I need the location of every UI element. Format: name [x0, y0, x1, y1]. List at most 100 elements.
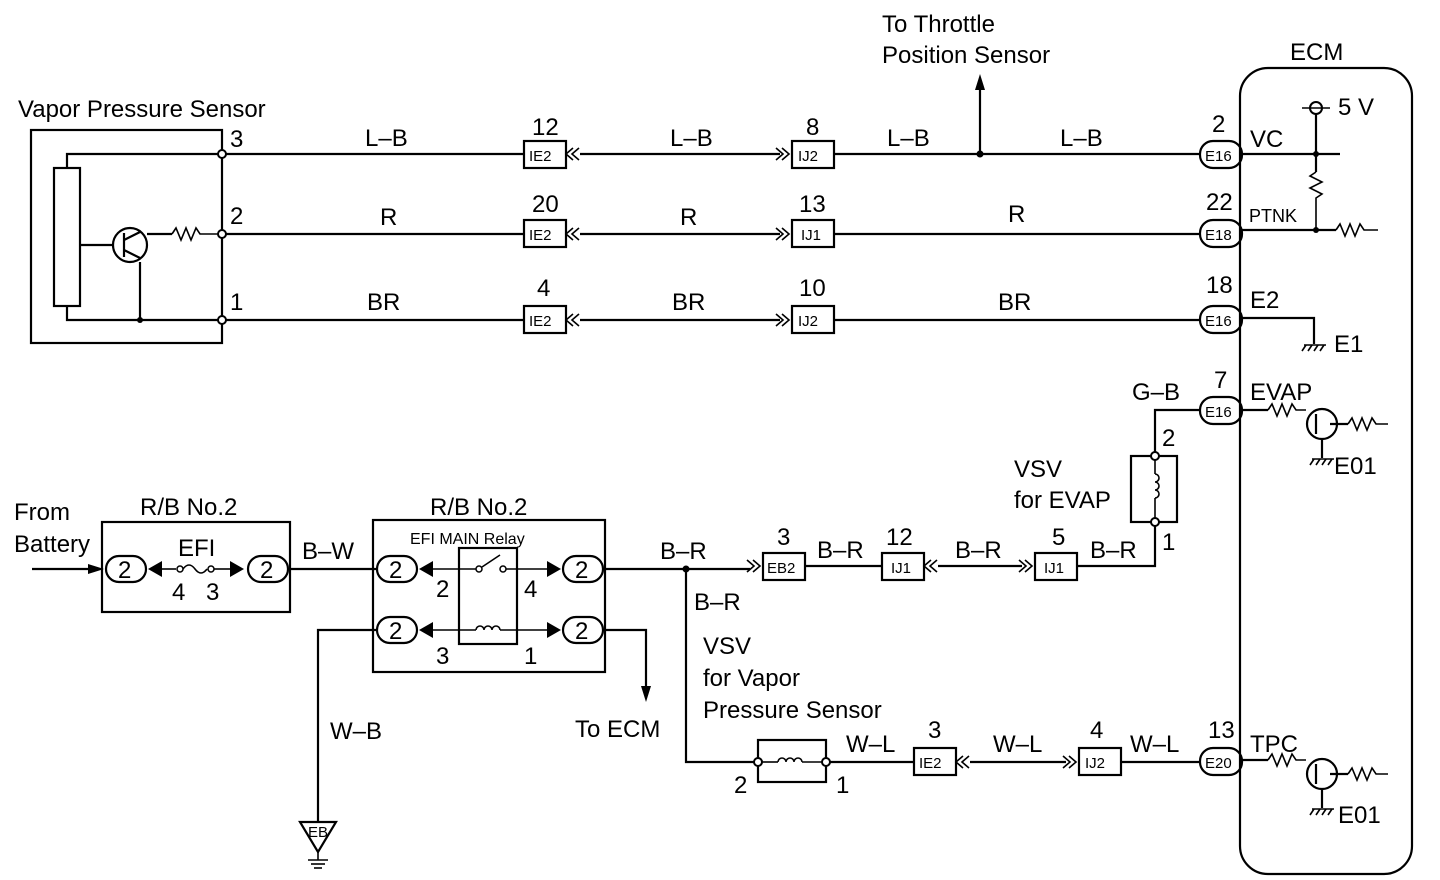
pin-number: 1: [1162, 529, 1175, 556]
pin-number: 1: [524, 643, 537, 670]
resistor-icon: [1308, 171, 1324, 230]
connector-label: 2: [118, 557, 131, 584]
coil-icon: [1154, 473, 1160, 499]
connector-2: [375, 554, 419, 584]
connector-label: 2: [389, 618, 402, 645]
connector-2: [561, 554, 605, 584]
wire-label: B–R: [1090, 537, 1137, 564]
resistor-icon: [1267, 401, 1306, 419]
pin-number: 4: [524, 576, 537, 603]
pin-number: 12: [532, 114, 559, 141]
wire-label: W–B: [330, 718, 382, 745]
ecm-box: [1238, 66, 1414, 876]
connector-label: EB2: [767, 560, 795, 577]
coil-icon: [777, 757, 803, 763]
transistor-icon: [111, 226, 149, 264]
connector-label: IJ1: [1044, 560, 1064, 577]
terminal-tpc: TPC: [1250, 731, 1298, 758]
wire-label: R: [1008, 201, 1025, 228]
wire-label: L–B: [670, 125, 713, 152]
connector-label: 2: [575, 618, 588, 645]
pin-number: 5: [1052, 524, 1065, 551]
connector-2: [561, 615, 605, 645]
wire-label: W–L: [993, 731, 1042, 758]
resistor-icon: [1347, 415, 1388, 433]
connector-ij2: [790, 304, 836, 335]
pin-number: 4: [172, 579, 185, 606]
pin-number: 7: [1214, 367, 1227, 394]
ground-eb-icon: [298, 820, 338, 855]
connector-ij1: [790, 218, 836, 249]
pin-number: 2: [1212, 111, 1225, 138]
fuse-label: EFI: [178, 535, 215, 562]
pin-number: 2: [734, 772, 747, 799]
wire-label: B–R: [694, 589, 741, 616]
connector-label: E16: [1205, 404, 1232, 421]
vsv-vps-label: Pressure Sensor: [703, 697, 882, 724]
fuse-icon: [182, 564, 208, 574]
relay-switch-icon: [481, 554, 501, 568]
vsv-vps-box: [756, 738, 828, 784]
terminal-e1: E1: [1334, 331, 1363, 358]
arrow-up-icon: [975, 74, 985, 90]
connector-label: IJ2: [1085, 755, 1105, 772]
connector-label: 2: [260, 557, 273, 584]
connector-label: E16: [1205, 148, 1232, 165]
connector-2: [104, 554, 148, 584]
connector-label: IE2: [919, 755, 942, 772]
connector-label: IE2: [529, 148, 552, 165]
evap-branch: E16 7 G–B 2 1 VSV for EVAP: [1014, 367, 1244, 568]
resistor-icon: [1347, 765, 1388, 783]
wire-label: L–B: [365, 125, 408, 152]
pin-number: 2: [436, 576, 449, 603]
pin-number: 1: [836, 772, 849, 799]
resistor-icon: [1335, 221, 1378, 239]
resistor-icon: [171, 225, 222, 243]
throttle-label-2: Position Sensor: [882, 42, 1050, 69]
terminal-ptnk: PTNK: [1249, 206, 1297, 226]
connector-label: IJ1: [801, 227, 821, 244]
pin-number: 2: [1162, 425, 1175, 452]
wire-row-e2: BR BR BR IE2 IJ2 4 10 E16 18: [226, 272, 1244, 335]
vsv-evap-box: [1129, 454, 1179, 524]
ground-label: EB: [308, 824, 328, 841]
connector-label: IJ1: [891, 560, 911, 577]
pin-number: 3: [436, 643, 449, 670]
pin-2: 2: [230, 203, 243, 230]
pin-number: 18: [1206, 272, 1233, 299]
vapor-sensor-box: [29, 128, 224, 345]
wire-label: BR: [367, 289, 400, 316]
wire-label: BR: [998, 289, 1031, 316]
connector-label: E16: [1205, 313, 1232, 330]
vsv-vps-label: for Vapor: [703, 665, 800, 692]
from-label: Battery: [14, 531, 90, 558]
vapor-pressure-sensor: Vapor Pressure Sensor 3 2 1: [18, 96, 266, 345]
ecm-title: ECM: [1290, 39, 1343, 66]
pin-number: 22: [1206, 189, 1233, 216]
connector-ij1: [1033, 551, 1079, 582]
wire-label: B–R: [817, 537, 864, 564]
connector-label: E20: [1205, 755, 1232, 772]
wire-label: G–B: [1132, 379, 1180, 406]
ecm-block: ECM 5 V VC PTNK E2 E1 EVAP: [1238, 39, 1414, 876]
wire-label: W–L: [1130, 731, 1179, 758]
pin-3: 3: [230, 126, 243, 153]
arrow-down-icon: [641, 686, 651, 702]
pin-number: 13: [799, 191, 826, 218]
from-label: From: [14, 499, 70, 526]
terminal-vc: VC: [1250, 126, 1283, 153]
connector-label: IJ2: [798, 148, 818, 165]
pin-number: 13: [1208, 717, 1235, 744]
pin-1: 1: [230, 289, 243, 316]
resistor-icon: [1267, 751, 1306, 769]
power-section: From Battery R/B No.2 2 2 EFI 4 3 B–W R/…: [14, 494, 660, 869]
wire-label: BR: [672, 289, 705, 316]
connector-ij2: [790, 139, 836, 170]
pin-number: 3: [928, 717, 941, 744]
wire-row-vc: L–B L–B L–B L–B IE2 IJ2 12 8 To Throttle…: [226, 11, 1244, 170]
to-ecm-label: To ECM: [575, 716, 660, 743]
pin-number: 8: [806, 114, 819, 141]
pin-number: 4: [1090, 717, 1103, 744]
wire-label: B–R: [955, 537, 1002, 564]
